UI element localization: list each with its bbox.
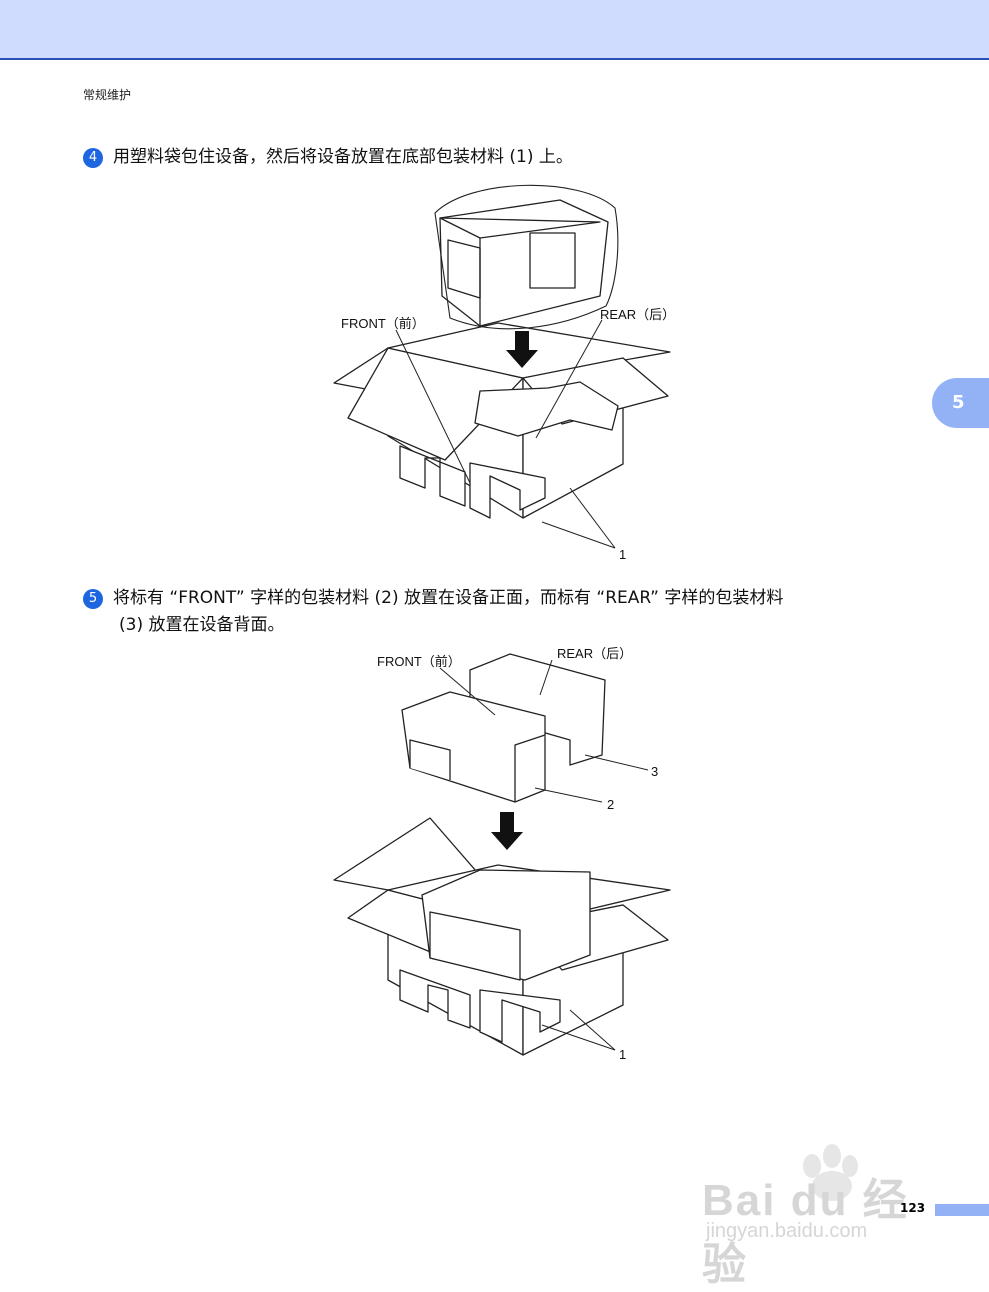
- front-label: FRONT（前）: [377, 654, 461, 669]
- callout-2: 2: [607, 797, 615, 812]
- step-4: 4 用塑料袋包住设备，然后将设备放置在底部包装材料 (1) 上。: [83, 144, 573, 171]
- watermark: Bai du 经验 jingyan.baidu.com: [700, 1128, 935, 1289]
- step-number-badge: 4: [83, 148, 103, 168]
- step-4-text: 用塑料袋包住设备，然后将设备放置在底部包装材料 (1) 上。: [113, 147, 573, 167]
- callout-1: 1: [619, 547, 627, 562]
- packing-top-illustration: [333, 653, 671, 1056]
- section-title: 常规维护: [83, 88, 132, 102]
- watermark-url: jingyan.baidu.com: [706, 1220, 868, 1242]
- callout-1: 1: [619, 1047, 627, 1062]
- chapter-tab: 5: [932, 378, 989, 428]
- figure-packing-base: FRONT（前） REAR（后） 1: [330, 178, 680, 568]
- chapter-number: 5: [952, 392, 965, 413]
- figure-packing-top: FRONT（前） REAR（后） 3 2 1: [330, 640, 680, 1070]
- page-bar: [935, 1204, 989, 1216]
- paw-icon: [803, 1144, 858, 1201]
- step-5-text-line1: 将标有 “FRONT” 字样的包装材料 (2) 放置在设备正面，而标有 “REA…: [113, 588, 784, 608]
- packing-base-illustration: [333, 184, 671, 549]
- rear-label: REAR（后）: [557, 646, 633, 661]
- page-number: 123: [900, 1201, 926, 1215]
- step-number-badge: 5: [83, 589, 103, 609]
- step-5: 5 将标有 “FRONT” 字样的包装材料 (2) 放置在设备正面，而标有 “RE…: [83, 585, 933, 639]
- front-label: FRONT（前）: [341, 316, 425, 331]
- step-5-text-line2: (3) 放置在设备背面。: [119, 615, 285, 635]
- header-band: [0, 0, 989, 60]
- rear-label: REAR（后）: [600, 307, 676, 322]
- callout-3: 3: [651, 764, 659, 779]
